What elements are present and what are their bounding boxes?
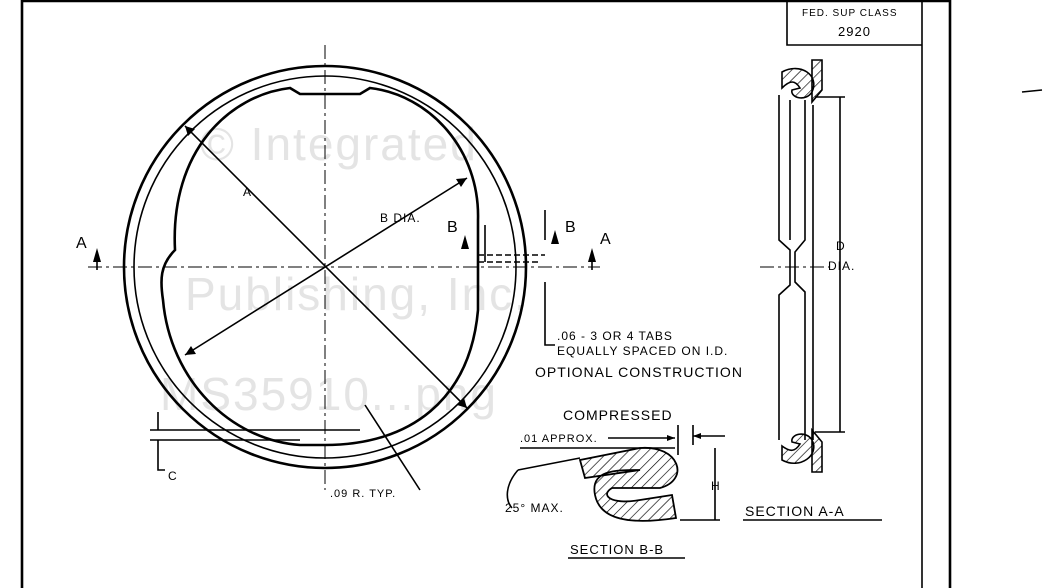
dim-h-label: H xyxy=(711,479,721,493)
section-a-right-label: A xyxy=(600,231,612,248)
approx-label: .01 APPROX. xyxy=(520,433,598,445)
section-b-right-label: B xyxy=(565,219,577,236)
section-b-left-label: B xyxy=(447,219,459,236)
dim-d-label: D xyxy=(836,239,846,253)
section-a-a-label: SECTION A-A xyxy=(745,503,845,519)
watermark-line-1: © Integrated xyxy=(200,118,478,170)
watermark-line-3: MS35910...png xyxy=(160,368,498,420)
drawing-border xyxy=(20,0,1043,588)
section-a-a: D DIA. SECTION A-A xyxy=(743,59,882,521)
fed-sup-class-value: 2920 xyxy=(838,24,871,39)
compressed-label: COMPRESSED xyxy=(563,407,673,423)
tabs-note-line-2: EQUALLY SPACED ON I.D. xyxy=(557,344,728,358)
section-a-left-label: A xyxy=(76,235,88,252)
radius-note: .09 R. TYP. xyxy=(330,488,396,500)
fed-sup-class-label: FED. SUP CLASS xyxy=(802,8,898,19)
dim-b-label: B DIA. xyxy=(380,211,421,225)
dim-a-label: A xyxy=(243,185,252,199)
optional-construction-label: OPTIONAL CONSTRUCTION xyxy=(535,364,743,380)
tabs-note-line-1: .06 - 3 OR 4 TABS xyxy=(557,329,673,343)
section-b-b-label: SECTION B-B xyxy=(570,542,664,557)
gasket-plan-view: A B DIA. A A B B .06 - 3 OR 4 TABS EQUAL… xyxy=(76,45,743,500)
angle-label: 25° MAX. xyxy=(505,501,564,515)
watermark-line-2: Publishing, Inc. xyxy=(185,268,529,320)
title-block: FED. SUP CLASS 2920 xyxy=(786,0,922,46)
dim-d-dia-label: DIA. xyxy=(828,259,855,273)
section-b-b: COMPRESSED .01 APPROX. H 25° MAX. SECTIO… xyxy=(505,407,725,559)
dim-c-label: C xyxy=(168,469,178,483)
watermark: © Integrated Publishing, Inc. MS35910...… xyxy=(160,118,529,420)
